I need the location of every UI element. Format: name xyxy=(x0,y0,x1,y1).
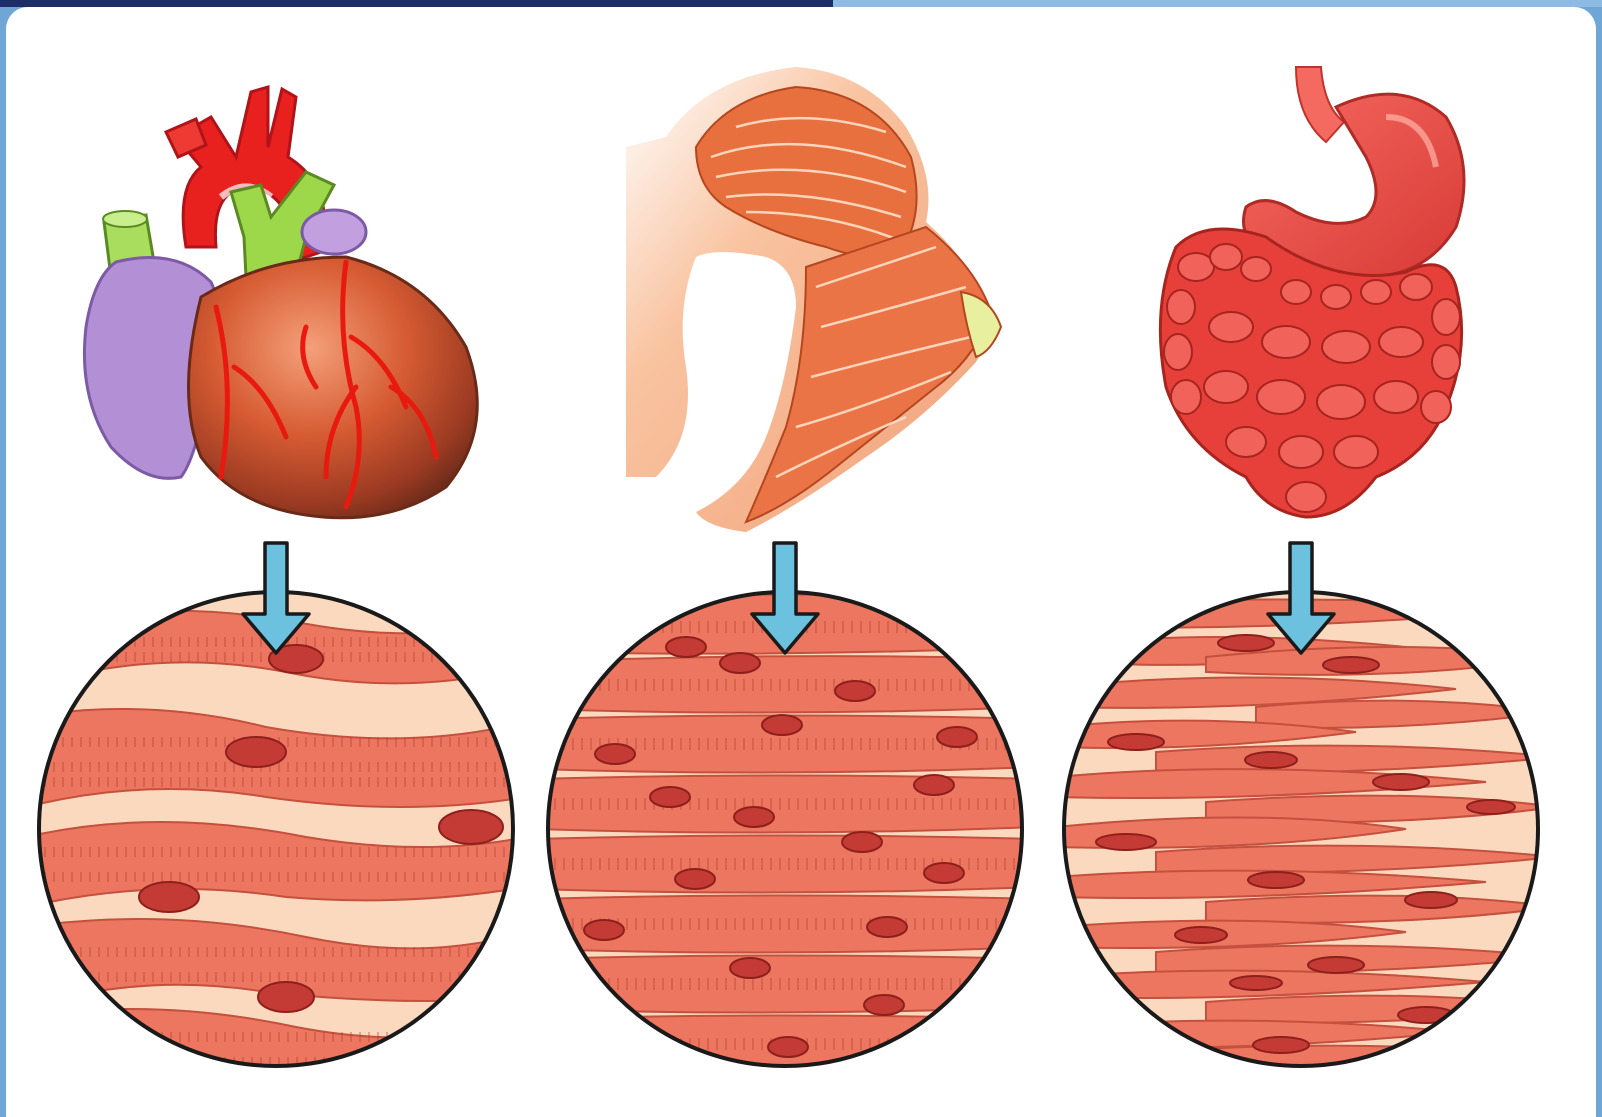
smooth-tissue-circle xyxy=(1056,592,1556,1073)
muscle-types-diagram xyxy=(6,7,1596,1117)
heart-illustration xyxy=(84,87,477,518)
cardiac-tissue-circle xyxy=(26,592,526,1087)
arm-muscle-illustration xyxy=(626,67,1001,532)
top-bar-dark xyxy=(0,0,833,7)
diagram-card xyxy=(6,7,1596,1117)
digestive-organs-illustration xyxy=(1160,67,1464,517)
top-bar-light xyxy=(833,0,1602,7)
skeletal-tissue-circle xyxy=(536,592,1036,1072)
